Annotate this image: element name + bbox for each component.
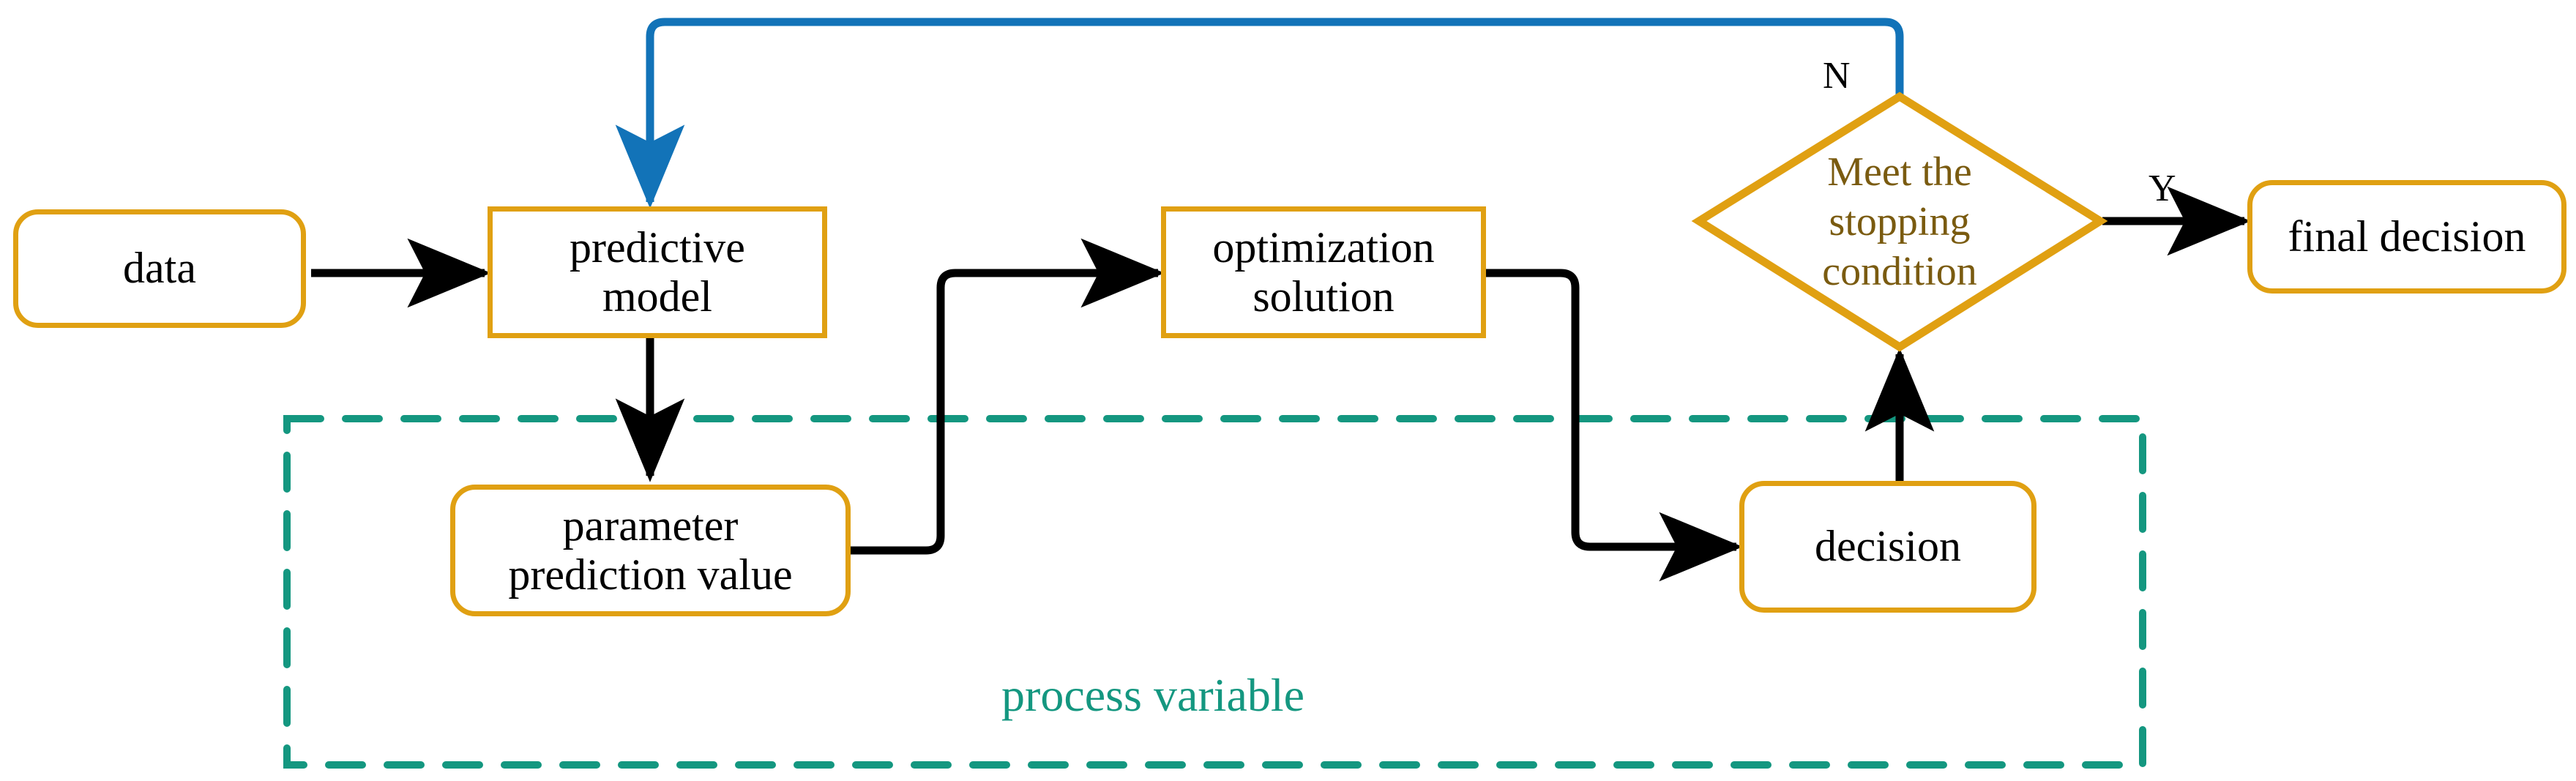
node-data-label: data — [123, 244, 196, 293]
process-variable-label: process variable — [1001, 669, 1305, 721]
node-decision[interactable]: decision — [1739, 481, 2036, 613]
node-final-decision[interactable]: final decision — [2247, 180, 2566, 294]
edge-label-no: N — [1823, 55, 1851, 97]
node-parameter-prediction-value[interactable]: parameter prediction value — [450, 485, 851, 616]
node-predictive-model[interactable]: predictive model — [488, 206, 827, 338]
node-parameter-prediction-value-label: parameter prediction value — [508, 501, 793, 599]
edge-stopping-to-predictive-feedback — [615, 18, 1904, 209]
node-final-decision-label: final decision — [2288, 212, 2526, 261]
node-optimization-solution[interactable]: optimization solution — [1161, 206, 1486, 338]
node-data[interactable]: data — [13, 209, 306, 328]
node-decision-label: decision — [1815, 522, 1961, 571]
stopping-condition-diamond-shape — [1691, 91, 2108, 352]
edge-label-yes: Y — [2148, 168, 2176, 209]
edge-parameter-to-optimization — [851, 238, 1165, 555]
node-stopping-condition-label: Meet the stopping condition — [1822, 149, 1977, 295]
node-stopping-condition[interactable]: Meet the stopping condition — [1753, 141, 2046, 303]
process-variable-region — [283, 415, 2146, 769]
node-optimization-solution-label: optimization solution — [1212, 223, 1435, 321]
edge-optimization-to-decision — [1483, 269, 1743, 582]
node-predictive-model-label: predictive model — [570, 223, 745, 321]
